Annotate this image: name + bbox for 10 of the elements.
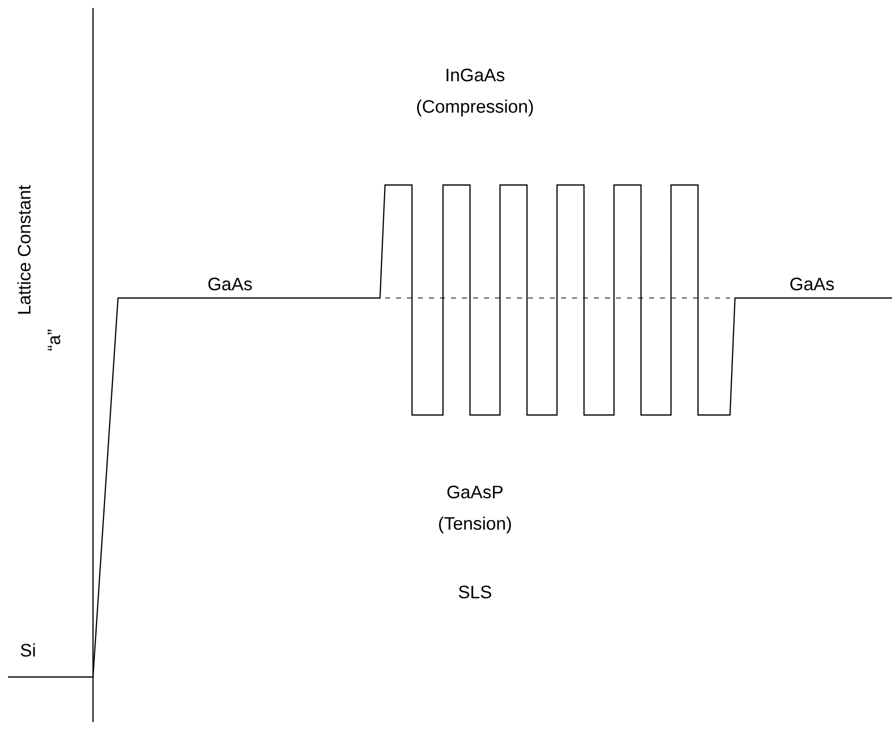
label: (Tension)	[439, 516, 511, 534]
label: (Compression)	[417, 100, 533, 116]
label: GaAs	[208, 278, 252, 290]
label: Si	[20, 643, 35, 657]
label: InGaAs	[446, 68, 504, 82]
label: GaAs	[790, 278, 834, 290]
label: SLS	[458, 586, 492, 598]
label: Lattice Constant	[17, 185, 31, 314]
label: GaAsP	[447, 486, 503, 498]
label: “a”	[48, 330, 60, 350]
